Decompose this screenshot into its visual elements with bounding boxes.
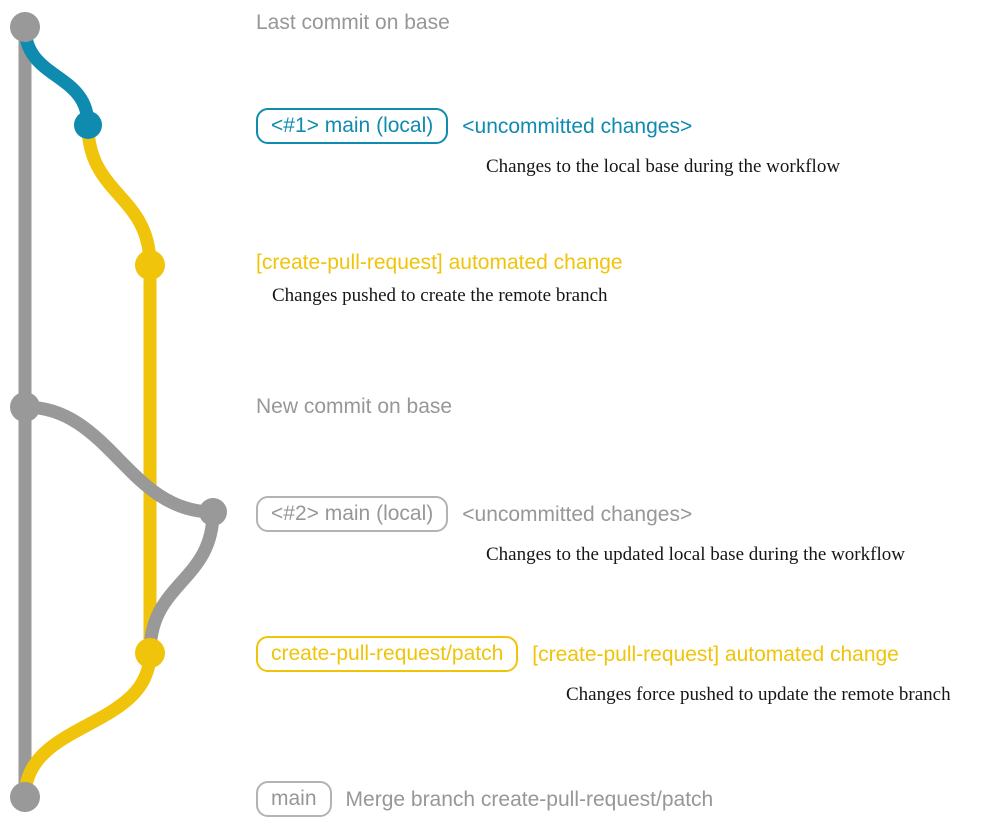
branch-tag-chip[interactable]: create-pull-request/patch [256,636,519,672]
commit-node-base-new[interactable] [10,392,40,422]
commit-headline: main Merge branch create-pull-request/pat… [256,781,713,817]
commit-node-base-last[interactable] [10,12,40,42]
commit-headline: [create-pull-request] automated change [256,252,623,273]
commit-headline: New commit on base [256,396,452,417]
commit-headline: <#2> main (local) <uncommitted changes> [256,496,692,532]
branch-tag-chip[interactable]: <#2> main (local) [256,496,449,532]
commit-node-local-1[interactable] [74,111,102,139]
commit-description: Changes to the updated local base during… [486,544,905,565]
edge-layer [18,20,220,804]
commit-node-base-merge[interactable] [10,782,40,812]
commit-description: Changes pushed to create the remote bran… [272,285,608,306]
commit-description: Changes to the local base during the wor… [486,156,841,177]
commit-subject: <uncommitted changes> [462,502,693,526]
branch-tag-chip[interactable]: main [256,781,332,817]
commit-node-patch-1[interactable] [135,250,165,280]
commit-node-local-2[interactable] [199,498,227,526]
commit-label-base-new: New commit on base [256,396,452,417]
edge-patch-2-to-merge [18,646,157,804]
edge-local-1-to-patch-1 [81,118,157,272]
commit-graph [10,12,227,812]
commit-node-patch-2[interactable] [135,638,165,668]
commit-label-base-merge: main Merge branch create-pull-request/pat… [256,781,713,817]
edge-local-2-to-patch-2 [143,505,220,660]
commit-subject: [create-pull-request] automated change [256,251,623,274]
commit-label-local-1: <#1> main (local) <uncommitted changes> Ch… [256,108,840,176]
commit-label-local-2: <#2> main (local) <uncommitted changes> Ch… [256,496,905,564]
commit-label-patch-2: create-pull-request/patch [create-pull-re… [256,636,951,704]
commit-subject: Merge branch create-pull-request/patch [345,787,714,811]
branch-tag-chip[interactable]: <#1> main (local) [256,108,449,144]
commit-subject: New commit on base [256,395,453,418]
commit-subject: [create-pull-request] automated change [532,642,899,666]
edge-branch-off-to-local-1 [18,20,95,132]
commit-label-base-last: Last commit on base [256,12,450,33]
commit-headline: create-pull-request/patch [create-pull-re… [256,636,899,672]
commit-subject: Last commit on base [256,11,450,34]
edge-base-new-to-local-2 [18,400,220,519]
commit-subject: <uncommitted changes> [462,114,693,138]
commit-description: Changes force pushed to update the remot… [566,684,951,705]
node-layer [10,12,227,812]
commit-headline: <#1> main (local) <uncommitted changes> [256,108,692,144]
commit-headline: Last commit on base [256,12,450,33]
